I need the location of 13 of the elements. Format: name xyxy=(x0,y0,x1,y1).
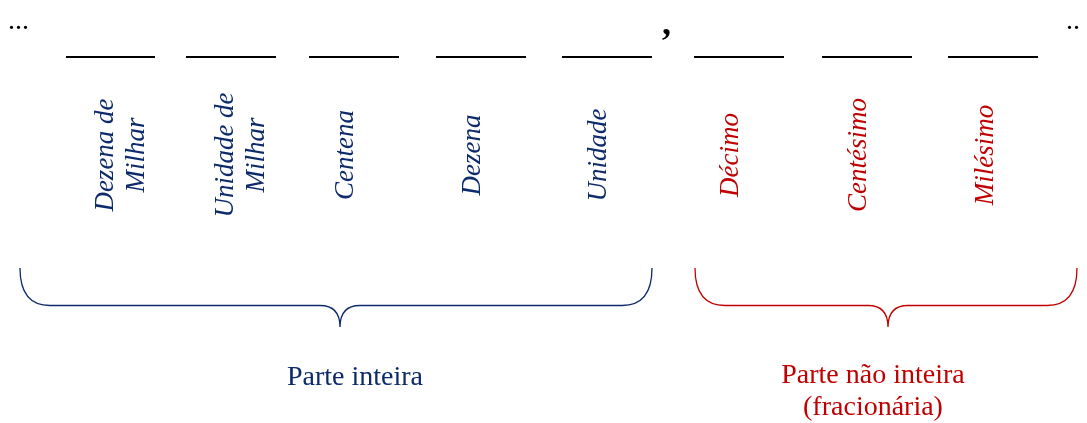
place-value-label: Milésimo xyxy=(968,103,1001,208)
place-value-label: Décimo xyxy=(713,112,746,200)
place-value-label: Unidade xyxy=(581,107,614,204)
place-value-label: Centena xyxy=(328,109,361,202)
place-value-label: Dezena de Milhar xyxy=(87,97,151,214)
place-value-label: Centésimo xyxy=(841,97,874,214)
group-label: Parte não inteira (fracionária) xyxy=(780,358,966,423)
place-value-label: Dezena xyxy=(455,113,488,198)
group-label: Parte inteira xyxy=(285,360,425,393)
ellipsis: .. xyxy=(1066,4,1081,37)
decimal-comma: , xyxy=(662,2,672,44)
place-value-label: Unidade de Milhar xyxy=(207,91,271,220)
ellipsis: ... xyxy=(8,4,30,37)
